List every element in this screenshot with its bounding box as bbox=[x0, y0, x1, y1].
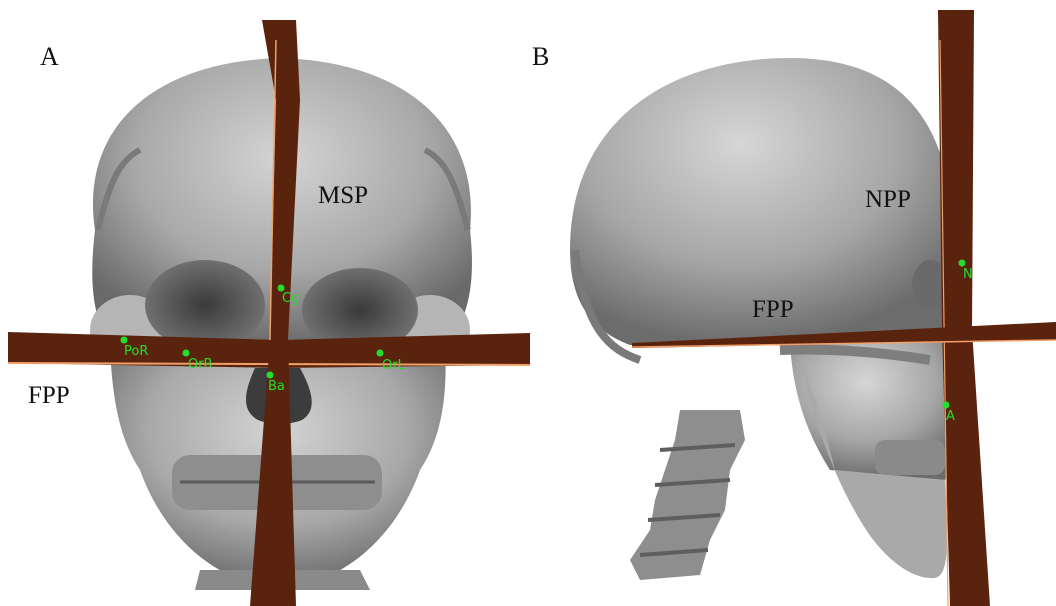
right-orbit bbox=[145, 260, 265, 350]
svg-text:Cg: Cg bbox=[282, 291, 299, 306]
svg-text:A: A bbox=[946, 409, 955, 424]
fpp-label-b: FPP bbox=[752, 296, 794, 324]
svg-text:Ba: Ba bbox=[268, 379, 285, 394]
fpp-label-a: FPP bbox=[28, 382, 70, 410]
panel-letter-b: B bbox=[532, 42, 549, 72]
lateral-teeth bbox=[875, 440, 945, 475]
frontal-skull-render: Cg PoR OrR OrL Ba bbox=[0, 0, 530, 606]
svg-text:OrL: OrL bbox=[382, 358, 406, 373]
npp-label: NPP bbox=[865, 186, 911, 214]
panel-b-lateral-view: N A B NPP FPP bbox=[530, 0, 1056, 606]
msp-label: MSP bbox=[318, 182, 368, 210]
svg-text:PoR: PoR bbox=[124, 344, 148, 359]
svg-text:N: N bbox=[963, 267, 973, 282]
svg-text:OrR: OrR bbox=[188, 357, 213, 372]
panel-letter-a: A bbox=[40, 42, 59, 72]
panel-a-frontal-view: Cg PoR OrR OrL Ba A MSP FPP bbox=[0, 0, 530, 606]
